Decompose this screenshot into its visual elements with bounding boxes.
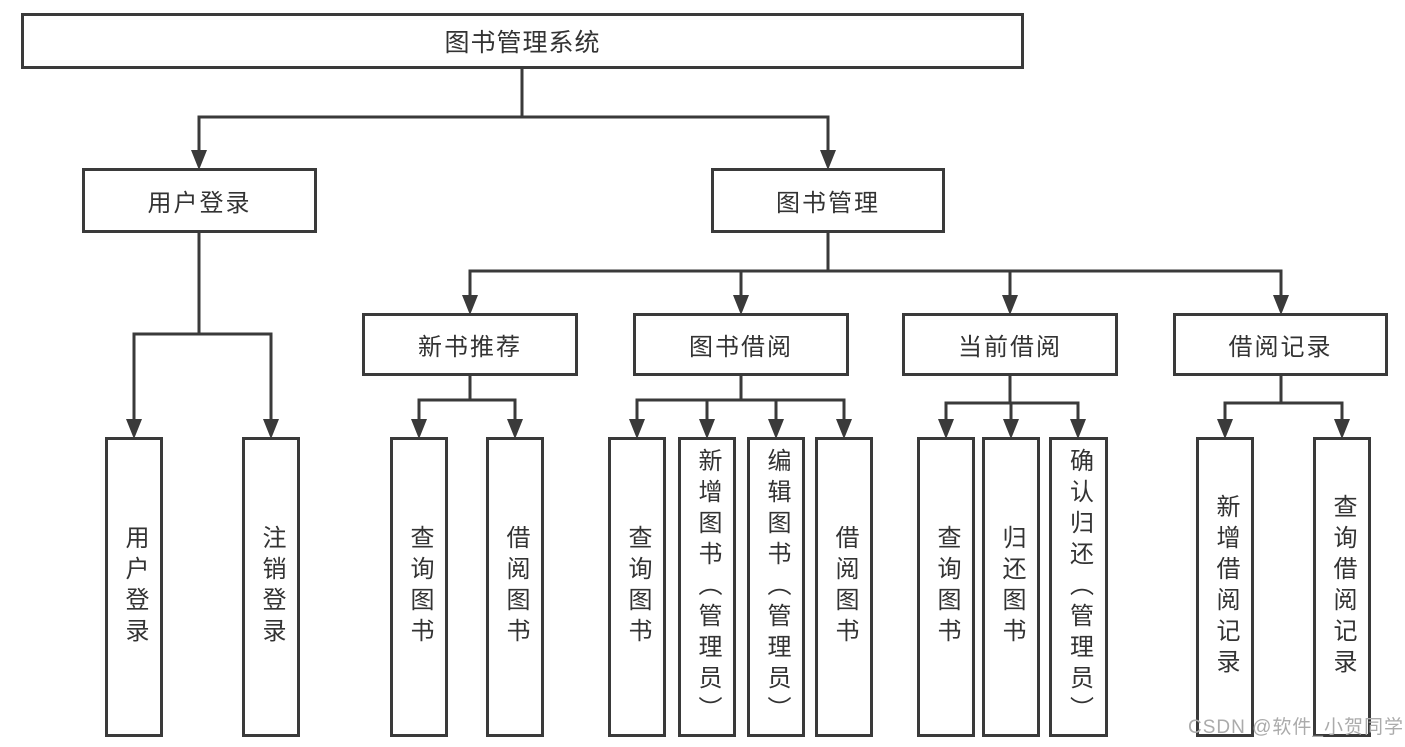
node-system-root: 图书管理系统 bbox=[21, 13, 1024, 69]
arrow-down-icon bbox=[733, 295, 749, 315]
connector-book-mgmt-rail bbox=[468, 231, 1283, 299]
connector-current-subtree bbox=[944, 374, 1080, 423]
node-current-borrowing: 当前借阅 bbox=[902, 313, 1118, 376]
leaf-query-books-recommend: 查询图书 bbox=[390, 437, 448, 737]
node-label: 借阅图书 bbox=[831, 525, 858, 649]
leaf-confirm-return-admin: 确认归还（管理员） bbox=[1049, 437, 1108, 737]
arrow-down-icon bbox=[507, 419, 523, 439]
arrow-down-icon bbox=[629, 419, 645, 439]
connector-user-login-subtree bbox=[132, 231, 273, 423]
leaf-logout: 注销登录 bbox=[242, 437, 300, 737]
leaf-borrow-books-recommend: 借阅图书 bbox=[486, 437, 544, 737]
node-label: 确认归还（管理员） bbox=[1065, 447, 1093, 727]
node-label: 查询图书 bbox=[406, 525, 433, 649]
leaf-user-login: 用户登录 bbox=[105, 437, 163, 737]
node-label: 查询图书 bbox=[624, 525, 651, 649]
node-label: 注销登录 bbox=[258, 525, 285, 649]
arrow-down-icon bbox=[263, 419, 279, 439]
node-label: 编辑图书（管理员） bbox=[763, 447, 790, 727]
node-label: 图书借阅 bbox=[689, 334, 793, 361]
arrow-down-icon bbox=[1217, 419, 1233, 439]
arrow-down-icon bbox=[126, 419, 142, 439]
arrow-down-icon bbox=[411, 419, 427, 439]
node-book-borrowing: 图书借阅 bbox=[633, 313, 849, 376]
arrow-down-icon bbox=[1002, 295, 1018, 315]
node-label: 用户登录 bbox=[121, 525, 148, 649]
arrow-down-icon bbox=[462, 295, 478, 315]
arrow-down-icon bbox=[1070, 419, 1086, 439]
watermark: CSDN @软件_小贺同学 bbox=[1188, 717, 1404, 738]
node-user-login: 用户登录 bbox=[82, 168, 317, 233]
leaf-add-borrow-record: 新增借阅记录 bbox=[1196, 437, 1254, 737]
node-label: 新书推荐 bbox=[418, 334, 522, 361]
arrow-down-icon bbox=[768, 419, 784, 439]
leaf-query-books-borrowing: 查询图书 bbox=[608, 437, 666, 737]
node-label: 图书管理系统 bbox=[444, 29, 601, 57]
leaf-query-books-current: 查询图书 bbox=[917, 437, 975, 737]
node-new-book-recommendation: 新书推荐 bbox=[362, 313, 578, 376]
leaf-add-book-admin: 新增图书（管理员） bbox=[678, 437, 736, 737]
connector-root-to-l2 bbox=[197, 67, 830, 154]
arrow-down-icon bbox=[820, 150, 836, 170]
leaf-edit-book-admin: 编辑图书（管理员） bbox=[747, 437, 805, 737]
connector-recommend-subtree bbox=[417, 374, 517, 423]
node-label: 用户登录 bbox=[147, 190, 252, 217]
arrowheads bbox=[126, 150, 1350, 439]
node-book-management: 图书管理 bbox=[711, 168, 945, 233]
arrow-down-icon bbox=[699, 419, 715, 439]
leaf-query-borrow-record: 查询借阅记录 bbox=[1313, 437, 1371, 737]
node-label: 当前借阅 bbox=[958, 334, 1062, 361]
leaf-borrow-books-borrowing: 借阅图书 bbox=[815, 437, 873, 737]
node-borrowing-records: 借阅记录 bbox=[1173, 313, 1388, 376]
arrow-down-icon bbox=[1273, 295, 1289, 315]
node-label: 借阅记录 bbox=[1228, 334, 1333, 361]
node-label: 归还图书 bbox=[998, 525, 1025, 649]
node-label: 查询图书 bbox=[933, 525, 960, 649]
arrow-down-icon bbox=[1003, 419, 1019, 439]
leaf-return-book: 归还图书 bbox=[982, 437, 1040, 737]
connector-borrowing-subtree bbox=[635, 374, 846, 423]
arrow-down-icon bbox=[191, 150, 207, 170]
node-label: 图书管理 bbox=[776, 190, 880, 217]
node-label: 新增图书（管理员） bbox=[694, 447, 721, 727]
arrow-down-icon bbox=[836, 419, 852, 439]
arrow-down-icon bbox=[1334, 419, 1350, 439]
node-label: 新增借阅记录 bbox=[1212, 494, 1239, 680]
node-label: 查询借阅记录 bbox=[1329, 494, 1356, 680]
arrow-down-icon bbox=[938, 419, 954, 439]
connector-records-subtree bbox=[1223, 374, 1344, 423]
node-label: 借阅图书 bbox=[502, 525, 529, 649]
